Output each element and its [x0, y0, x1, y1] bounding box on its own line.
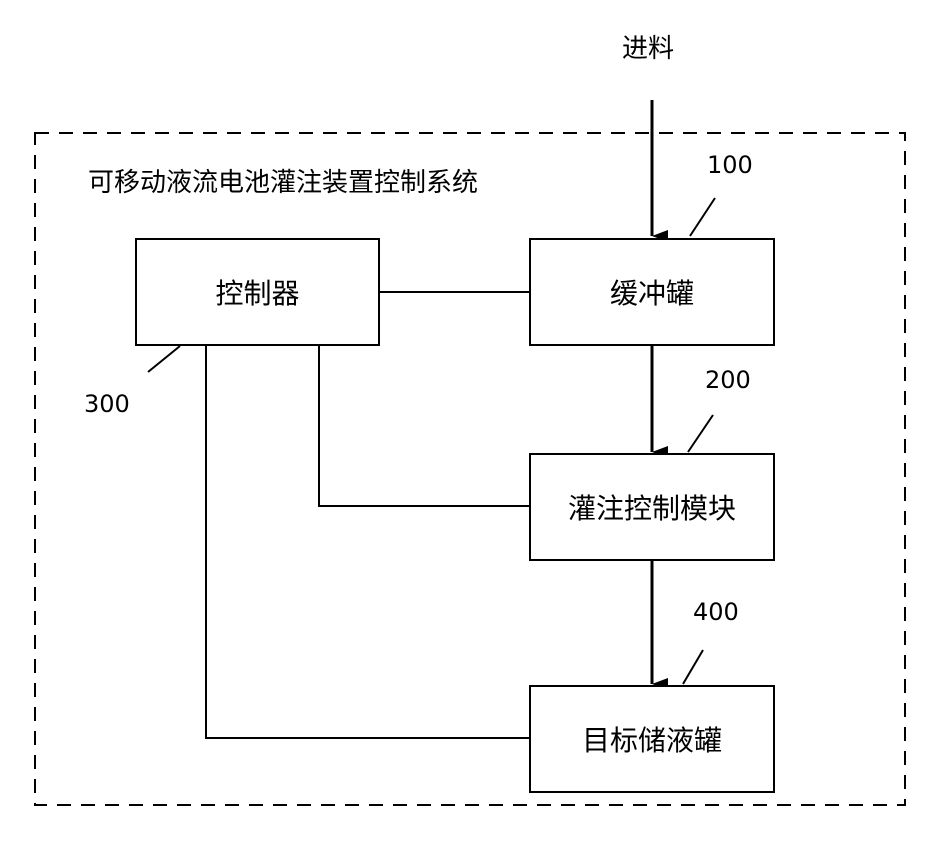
ref-400: 400 [693, 600, 739, 624]
ref-200: 200 [705, 368, 751, 392]
leader-200 [688, 415, 713, 452]
target-tank-block: 目标储液罐 [529, 685, 775, 793]
buffer-tank-label: 缓冲罐 [610, 272, 694, 312]
buffer-tank-block: 缓冲罐 [529, 238, 775, 346]
ref-100: 100 [707, 153, 753, 177]
controller-block: 控制器 [135, 238, 380, 346]
input-label: 进料 [622, 36, 674, 62]
leader-300 [148, 346, 180, 372]
link-controller-filling [319, 346, 529, 506]
leader-100 [690, 198, 715, 236]
system-title: 可移动液流电池灌注装置控制系统 [88, 170, 478, 196]
controller-label: 控制器 [215, 272, 299, 312]
target-tank-label: 目标储液罐 [582, 719, 722, 759]
leader-400 [683, 650, 703, 684]
ref-300: 300 [84, 392, 130, 416]
link-controller-target [206, 346, 529, 738]
filling-module-block: 灌注控制模块 [529, 453, 775, 561]
filling-module-label: 灌注控制模块 [568, 487, 736, 527]
